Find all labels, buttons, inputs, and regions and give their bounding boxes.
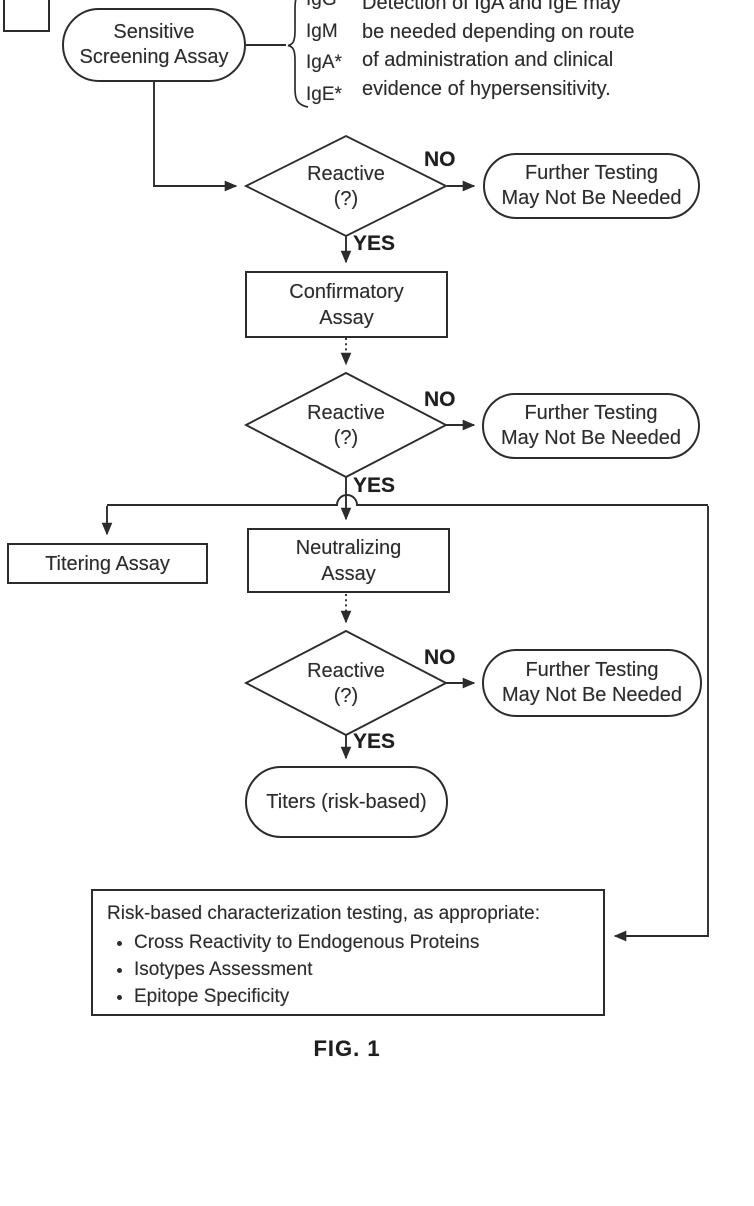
decision-3-yes-label: YES bbox=[353, 730, 396, 753]
risk-bullet-isotypes: Isotypes Assessment bbox=[134, 956, 593, 983]
decision-2-diamond bbox=[243, 371, 449, 479]
risk-characterization-box: Risk-based characterization testing, as … bbox=[91, 889, 605, 1016]
neutralizing-assay-node: Neutralizing Assay bbox=[247, 528, 450, 593]
connector-screening-to-decision1 bbox=[153, 81, 238, 192]
connector-split-line bbox=[107, 494, 708, 506]
risk-box-title: Risk-based characterization testing, as … bbox=[107, 903, 541, 924]
further-testing-node-1: Further Testing May Not Be Needed bbox=[483, 153, 700, 219]
further-testing-node-2: Further Testing May Not Be Needed bbox=[482, 393, 700, 459]
ig-label-igg: IgG bbox=[306, 0, 342, 16]
decision-1-diamond bbox=[243, 134, 449, 238]
decision-1-label: Reactive (?) bbox=[307, 163, 385, 210]
decision-1-no-label: NO bbox=[424, 148, 456, 171]
confirmatory-assay-node: Confirmatory Assay bbox=[245, 271, 448, 338]
risk-bullet-cross-reactivity: Cross Reactivity to Endogenous Proteins bbox=[134, 929, 593, 956]
connector-split-to-risk-box bbox=[613, 506, 709, 942]
ig-detection-note: Detection of IgA and IgE may be needed d… bbox=[362, 0, 635, 100]
decision-2-yes-label: YES bbox=[353, 474, 396, 497]
decision-3-diamond bbox=[243, 629, 449, 737]
screening-assay-node: Sensitive Screening Assay bbox=[62, 8, 246, 82]
decision-3-no-label: NO bbox=[424, 646, 456, 669]
figure-caption: FIG. 1 bbox=[313, 1036, 381, 1061]
risk-bullet-list: Cross Reactivity to Endogenous Proteins … bbox=[107, 929, 593, 1010]
decision-2-label: Reactive (?) bbox=[307, 402, 385, 449]
risk-bullet-epitope: Epitope Specificity bbox=[134, 983, 593, 1010]
ig-label-ige: IgE* bbox=[306, 83, 342, 105]
decision-1-yes-label: YES bbox=[353, 232, 396, 255]
brace-icon bbox=[287, 0, 309, 108]
further-testing-node-3: Further Testing May Not Be Needed bbox=[482, 649, 702, 717]
ig-label-igm: IgM bbox=[306, 20, 338, 42]
titering-assay-node: Titering Assay bbox=[7, 543, 208, 584]
cutoff-box bbox=[3, 0, 50, 32]
titers-risk-based-node: Titers (risk-based) bbox=[245, 766, 448, 838]
decision-2-no-label: NO bbox=[424, 388, 456, 411]
ig-label-iga: IgA* bbox=[306, 52, 342, 73]
decision-3-label: Reactive (?) bbox=[307, 660, 385, 707]
ig-isotype-list: IgG IgM IgA* IgE* bbox=[306, 0, 342, 110]
